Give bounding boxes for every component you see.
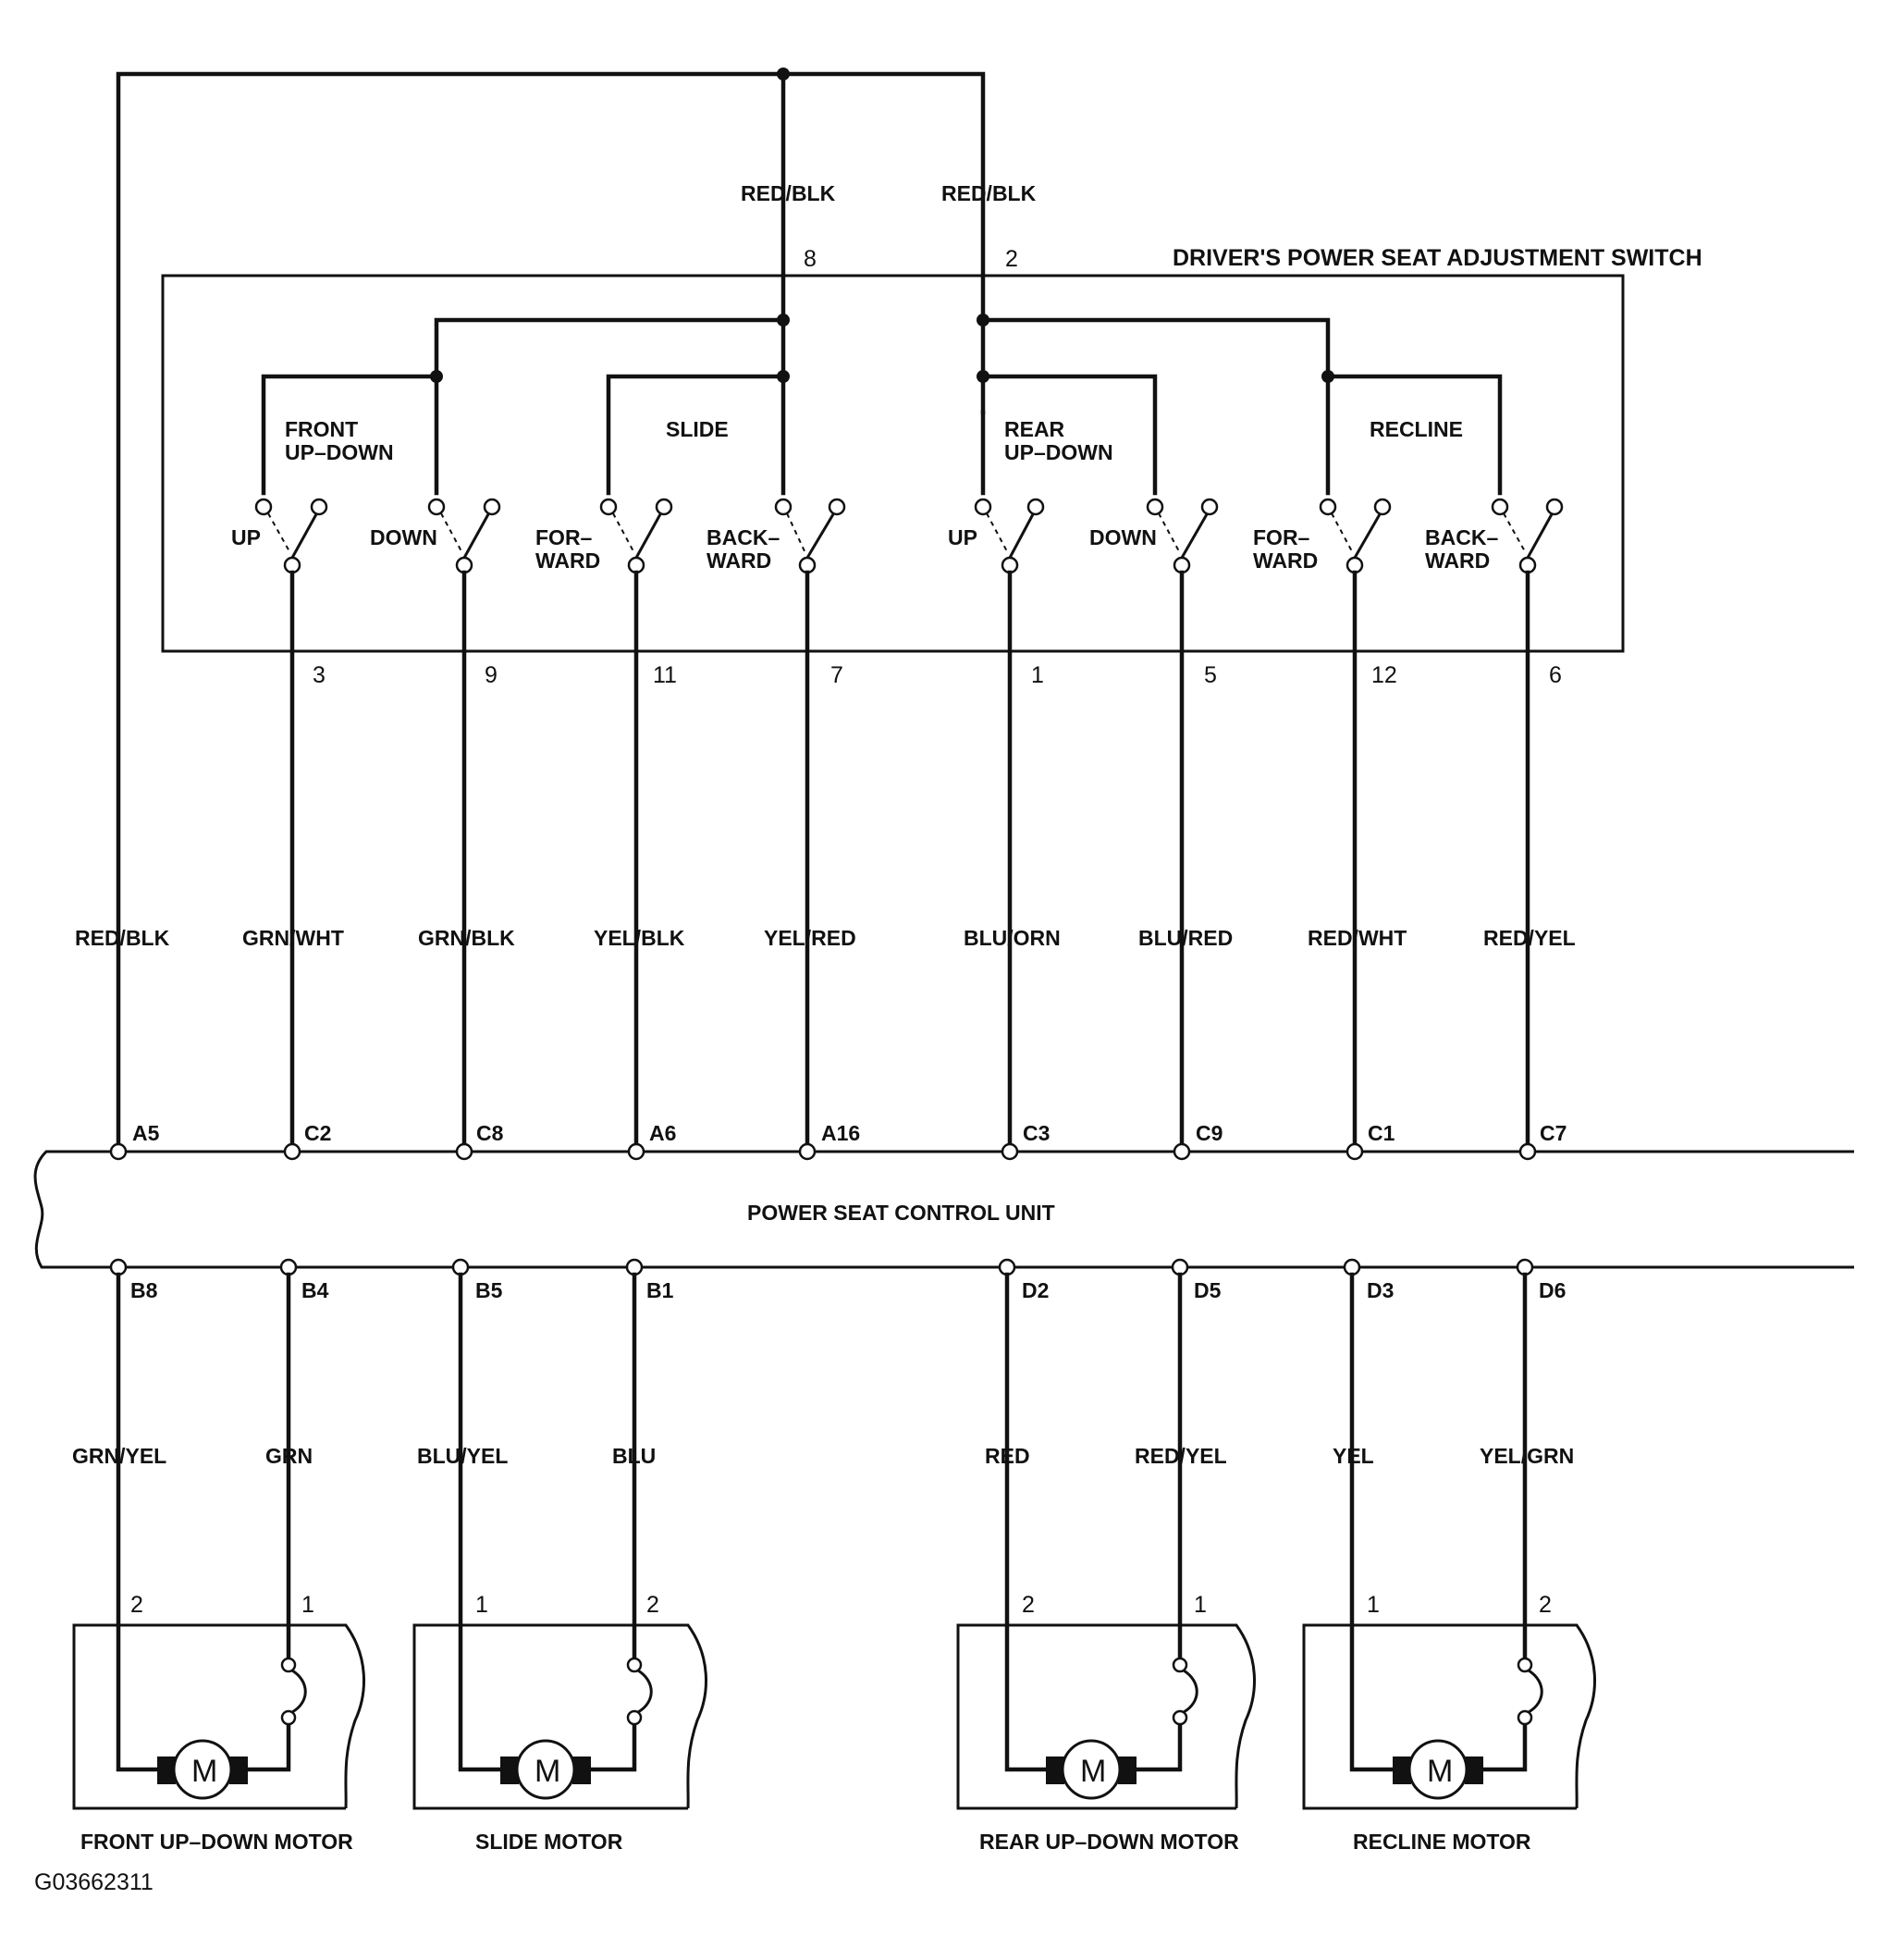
wire-color-label: RED [985,1444,1030,1468]
wire-color-label: BLU/ORN [964,926,1061,950]
control-unit-body [33,1150,1854,1269]
circuit-breakers [280,1657,1543,1726]
switch-pin-label: 1 [1031,662,1044,688]
wire-color-label: GRN [265,1444,313,1468]
motor-pin-label: 1 [1367,1592,1380,1618]
contact-label: WARD [535,549,600,573]
contact-label: FOR– [1253,525,1310,549]
wire-color-label: RED/YEL [1483,926,1576,950]
terminal-id-label: C2 [304,1121,331,1145]
wire-color-label: GRN/YEL [72,1444,166,1468]
motor-housings [72,1623,1596,1810]
terminal-id-label: C7 [1540,1121,1567,1145]
motor-pin-label: 2 [1539,1592,1552,1618]
wire-color-label: YEL/BLK [594,926,685,950]
terminal-id-label: A16 [821,1121,860,1145]
switch-group-label: UP–DOWN [1004,440,1113,464]
terminal-id-label: A6 [649,1121,676,1145]
terminal-id-label: B8 [130,1278,158,1302]
svg-text:M: M [535,1754,560,1789]
terminal-id-label: C9 [1196,1121,1223,1145]
wire-color-label: BLU [612,1444,656,1468]
contact-label: WARD [707,549,771,573]
contact-label: UP [948,525,977,549]
control-unit-upper-terminals [109,1142,1537,1161]
switch-contacts [254,498,1564,574]
switch-group-label: RECLINE [1370,417,1463,441]
terminal-id-label: D2 [1022,1278,1049,1302]
lower-harness-wires [116,1272,1528,1772]
motor-pin-label: 2 [130,1592,143,1618]
terminal-id-label: B1 [646,1278,674,1302]
switch-group-label: SLIDE [666,417,729,441]
motor-pin-label: 2 [646,1592,659,1618]
switch-housing [161,274,1625,653]
terminal-id-label: C1 [1368,1121,1395,1145]
wire-color-label: RED/YEL [1135,1444,1227,1468]
motor-name-label: SLIDE MOTOR [475,1830,623,1854]
contact-label: WARD [1425,549,1490,573]
feed-wire-label: RED/BLK [741,181,836,205]
motor-symbol: M [1393,1739,1483,1800]
terminal-id-label: C8 [476,1121,504,1145]
power-feed-wires [116,71,1503,1152]
switch-pin-label: 6 [1549,662,1562,688]
switch-pin-label: 5 [1204,662,1217,688]
svg-text:M: M [191,1754,217,1789]
switch-group-label: REAR [1004,417,1065,441]
feed-wire-label: RED/BLK [941,181,1037,205]
switch-group-label: UP–DOWN [285,440,394,464]
switch-pin-label: 9 [485,662,498,688]
contact-label: WARD [1253,549,1318,573]
motor-name-label: REAR UP–DOWN MOTOR [979,1830,1239,1854]
motor-pin-label: 1 [475,1592,488,1618]
terminal-id-label: D3 [1367,1278,1394,1302]
wire-color-label: YEL/RED [764,926,856,950]
switch-pin-label: 2 [1005,246,1018,272]
switch-pin-label: 8 [804,246,817,272]
wire-color-label: GRN/BLK [418,926,515,950]
switch-pin-label: 12 [1371,662,1397,688]
motor-pin-label: 1 [301,1592,314,1618]
junction-dots [430,68,1334,383]
terminal-id-label: D6 [1539,1278,1566,1302]
terminal-id-label: D5 [1194,1278,1222,1302]
motor-symbol: M [157,1739,248,1800]
control-unit-title: POWER SEAT CONTROL UNIT [747,1201,1055,1225]
terminal-id-label: A5 [132,1121,160,1145]
wire-color-label: BLU/YEL [417,1444,508,1468]
switch-title: DRIVER'S POWER SEAT ADJUSTMENT SWITCH [1173,245,1702,271]
upper-harness-wires [289,570,1530,1152]
motor-pin-label: 2 [1022,1592,1035,1618]
contact-label: UP [231,525,261,549]
contact-label: DOWN [1089,525,1157,549]
wire-color-label: RED/WHT [1308,926,1407,950]
motor-name-label: RECLINE MOTOR [1353,1830,1531,1854]
motor-symbol: M [500,1739,591,1800]
wire-color-label: BLU/RED [1138,926,1233,950]
figure-id: G03662311 [34,1869,154,1895]
svg-text:M: M [1427,1754,1453,1789]
contact-label: BACK– [1425,525,1498,549]
switch-pin-label: 7 [830,662,843,688]
motor-name-label: FRONT UP–DOWN MOTOR [80,1830,353,1854]
switch-pin-label: 3 [313,662,326,688]
contact-label: DOWN [370,525,437,549]
switch-pin-label: 11 [653,662,677,688]
wire-color-label: RED/BLK [75,926,170,950]
motor-pin-label: 1 [1194,1592,1207,1618]
contact-label: FOR– [535,525,593,549]
svg-text:M: M [1080,1754,1106,1789]
contact-label: BACK– [707,525,780,549]
wire-color-label: YEL [1333,1444,1374,1468]
wire-color-label: GRN/WHT [242,926,344,950]
switch-group-label: FRONT [285,417,358,441]
terminal-id-label: B5 [475,1278,503,1302]
motor-symbol: M [1046,1739,1137,1800]
terminal-id-label: B4 [301,1278,329,1302]
terminal-id-label: C3 [1023,1121,1050,1145]
wire-color-label: YEL/GRN [1480,1444,1574,1468]
